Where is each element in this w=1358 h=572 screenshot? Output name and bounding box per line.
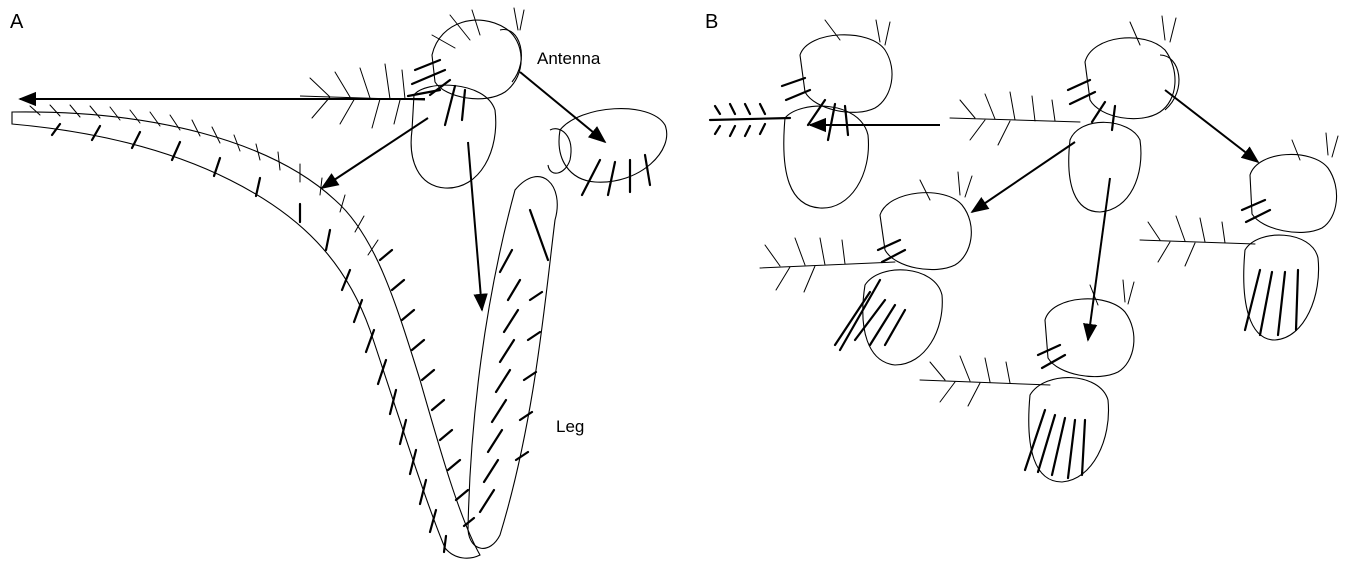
transformed-antenna-a (12, 105, 480, 558)
arrow-b-to-bottom-left (972, 142, 1075, 212)
head-illustration-b-left (710, 20, 892, 208)
arista-a (300, 64, 425, 128)
head-illustration-a (408, 8, 524, 188)
panel-b: B (705, 11, 1338, 482)
arrow-a-to-leg (468, 142, 482, 310)
panel-a-letter: A (10, 11, 24, 33)
head-illustration-b-bottom-center (920, 280, 1134, 482)
panel-a: A Antenna Leg (10, 8, 667, 558)
arrow-b-to-right (1165, 90, 1258, 162)
head-illustration-b-right (1140, 133, 1338, 340)
antenna-label: Antenna (537, 49, 601, 68)
leg-label: Leg (556, 417, 584, 436)
normal-antenna-a (548, 109, 667, 195)
arrow-b-to-bottom-center (1088, 178, 1110, 340)
head-illustration-b-center (950, 16, 1179, 212)
head-illustration-b-bottom-left (760, 172, 972, 365)
panel-b-letter: B (705, 11, 718, 33)
leg-illustration-a (468, 177, 557, 549)
